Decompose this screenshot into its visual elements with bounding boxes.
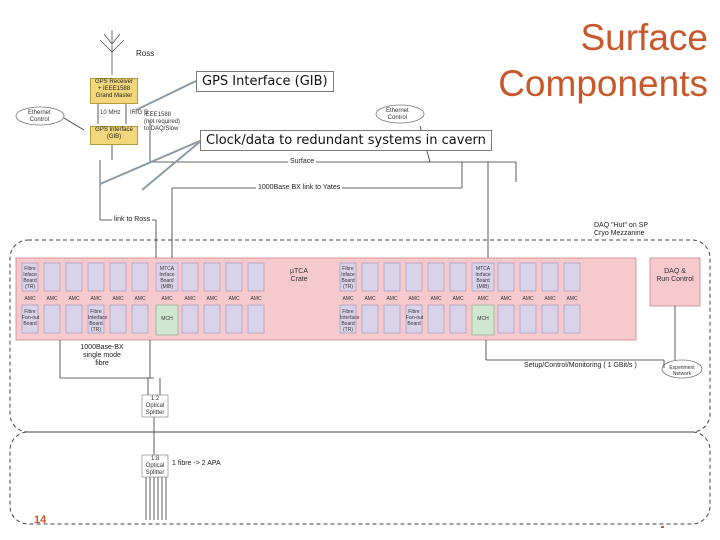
amc-label: AMC: [430, 296, 442, 302]
fibre-fanout-right-a-label: Fibre Interface Board (TR): [340, 309, 360, 333]
amc-label: AMC: [112, 296, 124, 302]
page-number: 14: [34, 514, 47, 526]
title-line-1: Surface: [580, 17, 708, 58]
splitter-18-label: 1:8 Optical Splitter: [145, 456, 165, 476]
amc-label: AMC: [24, 296, 36, 302]
fanout-right-label: Fibre Inface Board (TR): [341, 266, 355, 290]
amc-label: AMC: [134, 296, 146, 302]
utca-crate-label: µTCA Crate: [290, 268, 309, 283]
amc-label: AMC: [500, 296, 512, 302]
mch-left-label: MCH: [161, 316, 173, 322]
experiment-network-cloud-icon: [661, 359, 703, 379]
mtca-right-label: MTCA Inrface Board (MIB): [475, 266, 491, 290]
irig-b-label: IRIG B: [130, 110, 149, 116]
fibre-fanout-right-b-label: Fibre Fan-out Board: [406, 309, 424, 327]
experiment-network-label: Experiment Network: [669, 365, 695, 377]
setup-control-label: Setup/Control/Monitoring ( 1 GBit/s ): [524, 362, 637, 369]
surface-label: Surface: [288, 158, 317, 166]
amc-label: AMC: [408, 296, 420, 302]
mtca-left-label: MTCA Inrface Board (MIB): [159, 266, 175, 290]
ten-mhz-label: 10 MHz: [100, 110, 121, 116]
gps-interface-box: GPS Interface (GIB): [90, 126, 138, 145]
ethernet-control-label: Ethernet Control: [28, 110, 51, 123]
title-line-2: Components: [498, 63, 708, 104]
amc-label: AMC: [250, 296, 262, 302]
callout-clock-data: Clock/data to redundant systems in caver…: [200, 130, 492, 151]
ethernet-control-right-label: Ethernet Control: [386, 108, 409, 121]
amc-label: AMC: [206, 296, 218, 302]
splitter-12-box: [141, 394, 169, 418]
base-bx-yates-label: 1000Base BX link to Yates: [256, 184, 343, 192]
fibre-fanout-left-b-label: Fibre Interface Board (TR): [88, 309, 108, 333]
splitter-18-box: [141, 454, 169, 478]
amc-label: AMC: [228, 296, 240, 302]
daq-hut-label: DAQ "Hut" on SP Cryo Mezzanine: [594, 222, 648, 237]
ethernet-control-cloud-icon: [15, 106, 65, 126]
gps-receiver-box: GPS Receiver + IEEE1588 Grand Master: [90, 78, 138, 104]
daq-run-control-box: [649, 257, 701, 307]
amc-label: AMC: [364, 296, 376, 302]
amc-label: AMC: [184, 296, 196, 302]
left-amc-cards: [21, 262, 265, 336]
amc-label: AMC: [477, 296, 489, 302]
footer-accent-dot: [661, 526, 664, 528]
amc-label: AMC: [68, 296, 80, 302]
amc-label: AMC: [161, 296, 173, 302]
ethernet-control-right-cloud-icon: [375, 104, 425, 124]
ieee-link-label: IEEE1588 (not required) to DAQ/Slow: [144, 112, 181, 132]
link-ross-label: link to Ross: [112, 216, 153, 224]
gps-antenna-icon: [99, 30, 125, 75]
callout-gib: GPS Interface (GIB): [196, 71, 334, 92]
amc-label: AMC: [342, 296, 354, 302]
amc-label: AMC: [544, 296, 556, 302]
amc-label: AMC: [522, 296, 534, 302]
ross-label: Ross: [136, 49, 155, 58]
amc-label: AMC: [386, 296, 398, 302]
amc-label: AMC: [46, 296, 58, 302]
fibre-apa-label: 1 fibre -> 2 APA: [172, 460, 221, 467]
amc-label: AMC: [566, 296, 578, 302]
right-amc-cards: [339, 262, 581, 336]
fanout-left-label: Fibre Inface Board (TR): [23, 266, 37, 290]
splitter-12-label: 1:2 Optical Splitter: [145, 396, 165, 416]
amc-label: AMC: [452, 296, 464, 302]
mch-right-label: MCH: [477, 316, 489, 322]
base-bx-single-label: 1000Base-BX single mode fibre: [80, 344, 124, 367]
daq-run-control-label: DAQ & Run Control: [656, 268, 694, 283]
amc-label: AMC: [90, 296, 102, 302]
fibre-fanout-left-a-label: Fibre Fan-out Board: [22, 309, 40, 327]
